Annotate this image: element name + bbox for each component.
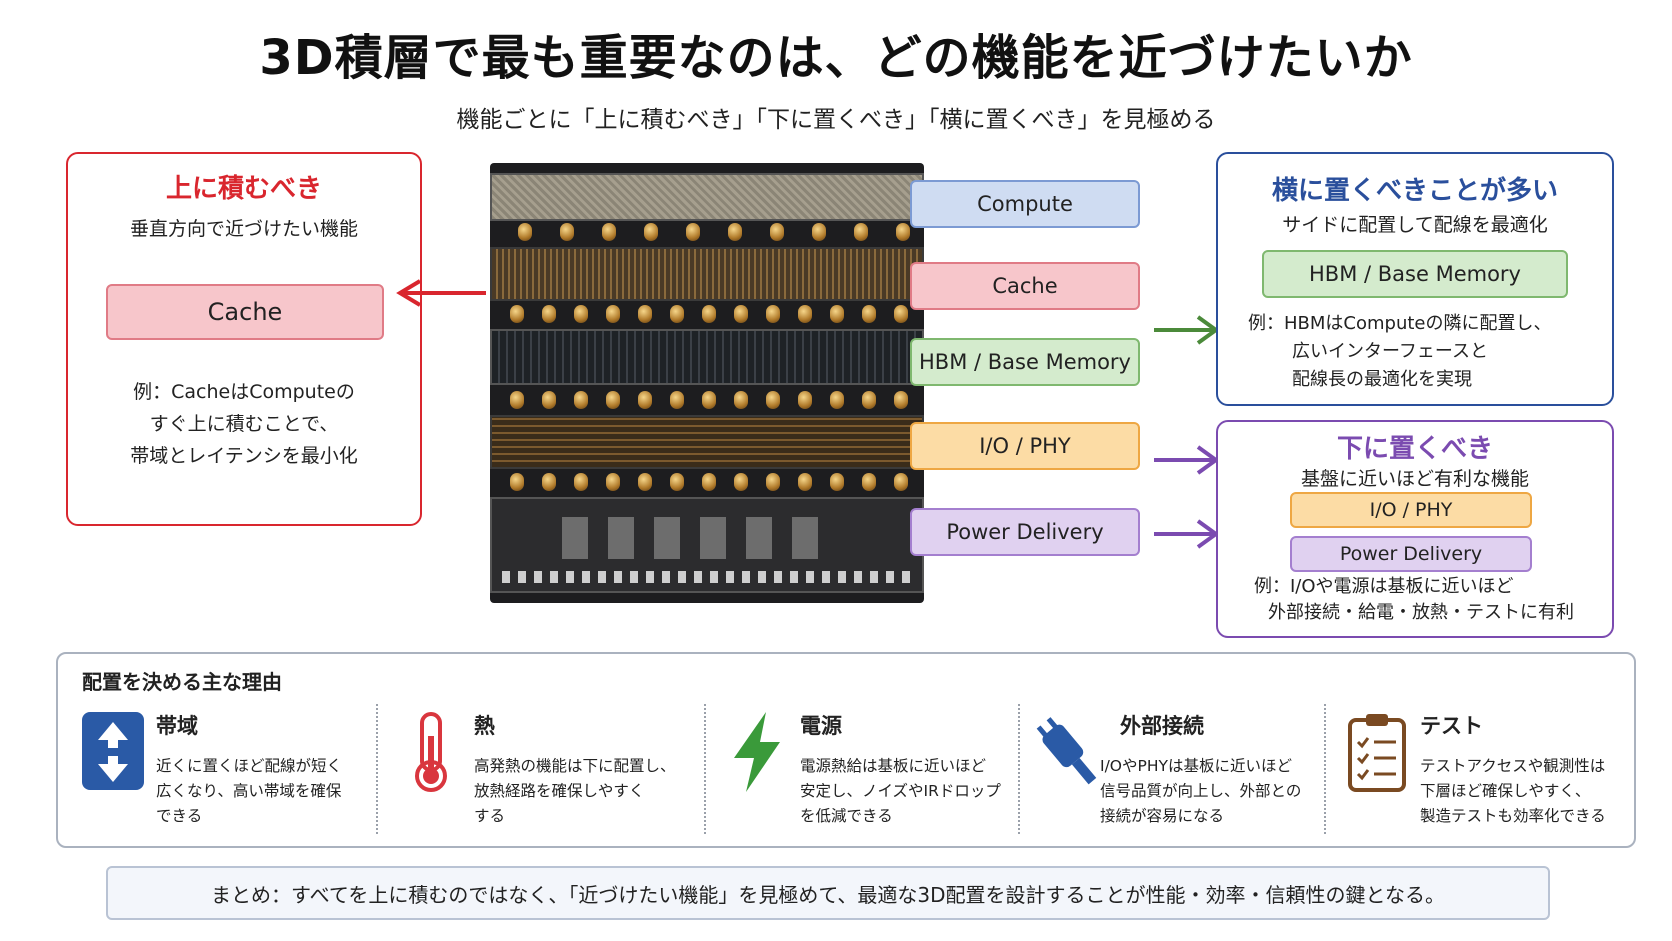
reason-line: テストアクセスや観測性は [1420, 757, 1606, 775]
cache-tag-left: Cache [106, 284, 384, 340]
reason-line: 信号品質が向上し、外部との [1100, 782, 1302, 800]
reason-line: 放熱経路を確保しやすく [474, 782, 645, 800]
arrow-to-bottom-icon [1154, 519, 1220, 549]
io-tag-right: I/O / PHY [1290, 492, 1532, 528]
page-title: 3D積層で最も重要なのは、どの機能を近づけたいか [259, 30, 1413, 86]
place-beside-desc: サイドに配置して配線を最適化 [1282, 214, 1548, 236]
reason-line: 接続が容易になる [1100, 807, 1225, 825]
note-line: 広いインターフェースと [1292, 341, 1489, 362]
lightning-icon [734, 712, 780, 792]
note-line: 例：CacheはComputeの [133, 381, 355, 403]
arrow-to-side-icon [1154, 315, 1220, 345]
place-below-note: 例：I/Oや電源は基板に近いほど 外部接続・給電・放熱・テストに有利 [1254, 574, 1574, 626]
plug-icon [1036, 717, 1097, 785]
reason-line: I/OやPHYは基板に近いほど [1100, 757, 1292, 775]
reason-name: 外部接続 [1120, 714, 1204, 738]
reason-bandwidth: 帯域 近くに置くほど配線が短く 広くなり、高い帯域を確保 できる [66, 702, 376, 838]
reason-name: 電源 [800, 714, 842, 738]
compute-layer [490, 173, 924, 221]
bump-row [490, 473, 924, 495]
stack-on-top-panel: 上に積むべき 垂直方向で近づけたい機能 Cache 例：CacheはComput… [66, 152, 422, 526]
bandwidth-arrows-icon [82, 712, 144, 790]
io-label: I/O / PHY [910, 422, 1140, 470]
clipboard-checklist-icon [1348, 714, 1406, 792]
place-below-desc: 基盤に近いほど有利な機能 [1300, 468, 1529, 490]
reason-line: 製造テストも効率化できる [1420, 807, 1606, 825]
reason-line: 電源熱給は基板に近いほど [800, 757, 987, 775]
divider [704, 704, 706, 834]
reason-line: を低減できる [800, 807, 893, 825]
note-line: 例：HBMはComputeの隣に配置し、 [1248, 313, 1552, 334]
reason-line: 広くなり、高い帯域を確保 [156, 782, 342, 800]
hbm-label: HBM / Base Memory [910, 338, 1140, 386]
reason-text: 高発熱の機能は下に配置し、 放熱経路を確保しやすく する [474, 754, 679, 829]
place-below-panel: 下に置くべき 基盤に近いほど有利な機能 I/O / PHY Power Deli… [1216, 420, 1614, 638]
stack-on-top-note: 例：CacheはComputeの すぐ上に積むことで、 帯域とレイテンシを最小化 [68, 376, 420, 472]
hbm-tag-right: HBM / Base Memory [1262, 250, 1568, 298]
place-beside-title: 横に置くべきことが多い [1271, 176, 1558, 206]
divider [376, 704, 378, 834]
reason-line: 下層ほど確保しやすく、 [1420, 782, 1591, 800]
reason-text: I/OやPHYは基板に近いほど 信号品質が向上し、外部との 接続が容易になる [1100, 754, 1315, 829]
note-line: 例：I/Oや電源は基板に近いほど [1254, 576, 1514, 597]
reason-name: 熱 [474, 714, 495, 738]
bump-row [490, 223, 924, 245]
stack-on-top-title: 上に積むべき [165, 174, 322, 204]
summary-banner: まとめ：すべてを上に積むのではなく、「近づけたい機能」を見極めて、最適な3D配置… [106, 866, 1550, 920]
reason-line: 近くに置くほど配線が短く [156, 757, 343, 775]
power-layer [490, 497, 924, 593]
reason-text: 電源熱給は基板に近いほど 安定し、ノイズやIRドロップ を低減できる [800, 754, 1005, 829]
io-layer [490, 415, 924, 469]
arrow-to-left-icon [396, 279, 486, 307]
reason-line: できる [156, 807, 203, 825]
reason-name: テスト [1420, 714, 1483, 738]
chip-stack-image [490, 163, 924, 603]
stack-on-top-desc: 垂直方向で近づけたい機能 [129, 218, 358, 240]
place-beside-panel: 横に置くべきことが多い サイドに配置して配線を最適化 HBM / Base Me… [1216, 152, 1614, 406]
reason-name: 帯域 [156, 714, 198, 738]
place-beside-note: 例：HBMはComputeの隣に配置し、 広いインターフェースと 配線長の最適化… [1248, 310, 1552, 394]
reason-power: 電源 電源熱給は基板に近いほど 安定し、ノイズやIRドロップ を低減できる [710, 702, 1020, 838]
reason-text: テストアクセスや観測性は 下層ほど確保しやすく、 製造テストも効率化できる [1420, 754, 1625, 829]
note-line: 配線長の最適化を実現 [1292, 369, 1472, 390]
arrow-to-bottom-icon [1154, 445, 1220, 475]
thermometer-icon [415, 712, 447, 792]
reason-line: 高発熱の機能は下に配置し、 [474, 757, 676, 775]
divider [1018, 704, 1020, 834]
note-line: すぐ上に積むことで、 [149, 413, 339, 435]
reason-line: する [474, 807, 506, 825]
place-below-title: 下に置くべき [1336, 434, 1493, 464]
reasons-section: 配置を決める主な理由 帯域 近くに置くほど配線が短く 広くなり、高い帯域を確保 … [56, 652, 1636, 848]
bump-row [490, 305, 924, 327]
page-subtitle: 機能ごとに「上に積むべき」「下に置くべき」「横に置くべき」を見極める [456, 107, 1216, 133]
bump-row [490, 391, 924, 413]
hbm-layer [490, 329, 924, 385]
divider [1324, 704, 1326, 834]
power-tag-right: Power Delivery [1290, 536, 1532, 572]
note-line: 外部接続・給電・放熱・テストに有利 [1268, 602, 1574, 623]
reason-external-connection: 外部接続 I/OやPHYは基板に近いほど 信号品質が向上し、外部との 接続が容易… [1024, 702, 1334, 838]
compute-label: Compute [910, 180, 1140, 228]
reason-text: 近くに置くほど配線が短く 広くなり、高い帯域を確保 できる [156, 754, 361, 829]
cache-layer [490, 247, 924, 301]
reason-heat: 熱 高発熱の機能は下に配置し、 放熱経路を確保しやすく する [384, 702, 694, 838]
cache-label: Cache [910, 262, 1140, 310]
note-line: 帯域とレイテンシを最小化 [130, 445, 358, 467]
reason-line: 安定し、ノイズやIRドロップ [800, 782, 1001, 800]
power-label: Power Delivery [910, 508, 1140, 556]
reason-test: テスト テストアクセスや観測性は 下層ほど確保しやすく、 製造テストも効率化でき… [1330, 702, 1630, 838]
reasons-title: 配置を決める主な理由 [82, 670, 282, 694]
